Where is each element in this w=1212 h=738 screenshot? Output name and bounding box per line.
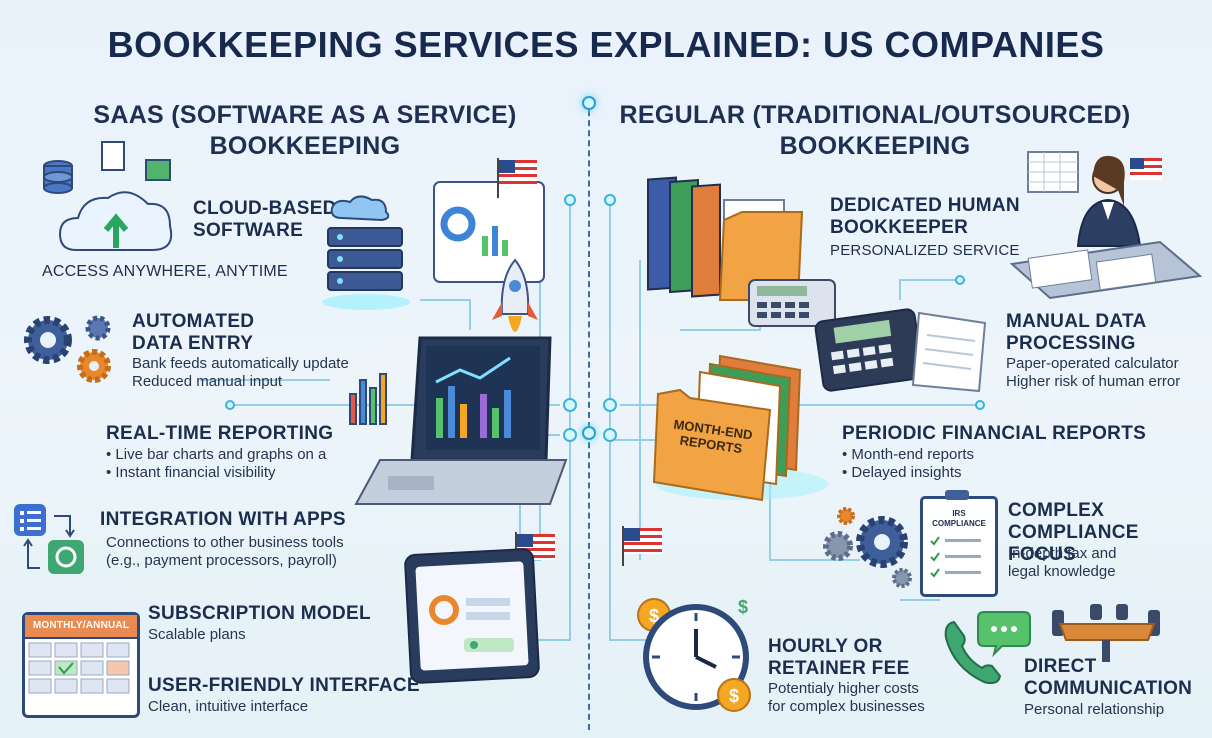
automated-title-line1: AUTOMATED xyxy=(132,311,255,332)
us-flag-icon-3 xyxy=(622,526,662,566)
laptop-icon xyxy=(349,336,568,505)
fee-title: HOURLY OR RETAINER FEE xyxy=(768,636,910,680)
fee-title-line2: RETAINER FEE xyxy=(768,658,910,679)
fee-desc-line2: for complex businesses xyxy=(768,698,925,715)
irs-clipboard-icon: IRS COMPLIANCE xyxy=(920,490,998,597)
irs-clipboard-text: IRS COMPLIANCE xyxy=(923,509,995,529)
compliance-title-line2: COMPLIANCE FOCUS xyxy=(1008,522,1139,565)
manual-desc: Paper-operated calculator Higher risk of… xyxy=(1006,355,1180,391)
cloud-title-line2: SOFTWARE xyxy=(193,220,304,241)
integration-desc-line2: (e.g., payment processors, payroll) xyxy=(106,552,337,569)
cloud-caption: ACCESS ANYWHERE, ANYTIME xyxy=(42,263,288,280)
divider-node-top xyxy=(582,96,596,110)
clipboard-line1: IRS xyxy=(952,509,966,518)
tablet-icon xyxy=(404,548,540,684)
compliance-desc-line1: In-depth tax and xyxy=(1008,545,1117,562)
calendar-label: MONTHLY/ANNUAL FEE xyxy=(25,615,137,653)
meeting-table-icon xyxy=(1052,604,1160,662)
calculator-icon-small xyxy=(748,279,836,327)
month-end-folder: MONTH-END REPORTS xyxy=(650,350,830,510)
automated-desc: Bank feeds automatically update Reduced … xyxy=(132,355,349,391)
regular-heading-line2: BOOKKEEPING xyxy=(779,132,971,160)
fee-title-line1: HOURLY OR xyxy=(768,636,883,657)
manual-title-line2: PROCESSING xyxy=(1006,333,1136,354)
periodic-title: PERIODIC FINANCIAL REPORTS xyxy=(842,423,1147,444)
automated-desc-line1: Bank feeds automatically update xyxy=(132,355,349,372)
reporting-bullet-1: • Live bar charts and graphs on a xyxy=(106,446,327,463)
saas-heading-line2: BOOKKEEPING xyxy=(209,132,401,160)
page-title: BOOKKEEPING SERVICES EXPLAINED: US COMPA… xyxy=(107,24,1105,65)
periodic-bullet-1: • Month-end reports xyxy=(842,446,974,463)
saas-heading: SAAS (SOFTWARE AS A SERVICE) BOOKKEEPING xyxy=(70,100,540,162)
manual-title: MANUAL DATA PROCESSING xyxy=(1006,311,1147,355)
calendar-icon: MONTHLY/ANNUAL FEE xyxy=(22,612,140,718)
manual-desc-line2: Higher risk of human error xyxy=(1006,373,1181,390)
communication-title-line1: DIRECT xyxy=(1024,656,1097,677)
automated-desc-line2: Reduced manual input xyxy=(132,373,283,390)
gears-icon-2 xyxy=(823,507,912,588)
reporting-title: REAL-TIME REPORTING xyxy=(106,423,334,444)
clipboard-line2: COMPLIANCE xyxy=(932,519,986,528)
integration-icon xyxy=(14,504,84,574)
saas-heading-line1: SAAS (SOFTWARE AS A SERVICE) xyxy=(93,101,517,129)
center-divider xyxy=(588,100,590,730)
communication-desc: Personal relationship xyxy=(1024,701,1165,718)
integration-desc: Connections to other business tools (e.g… xyxy=(106,534,344,570)
compliance-title-line1: COMPLEX xyxy=(1008,500,1105,521)
human-title-line1: DEDICATED HUMAN xyxy=(830,195,1020,216)
manual-desc-line1: Paper-operated calculator xyxy=(1006,355,1179,372)
automated-title: AUTOMATED DATA ENTRY xyxy=(132,311,254,355)
svg-text:$: $ xyxy=(738,597,748,617)
bookkeeper-person-icon xyxy=(1009,151,1203,300)
cloud-title: CLOUD-BASED SOFTWARE xyxy=(193,198,337,242)
svg-text:$: $ xyxy=(729,686,739,706)
us-flag-icon xyxy=(497,158,537,198)
binders-icon xyxy=(647,176,804,301)
dashboard-window-icon xyxy=(433,181,545,283)
calculator-icon xyxy=(814,308,987,393)
regular-heading-line1: REGULAR (TRADITIONAL/OUTSOURCED) xyxy=(619,101,1131,129)
communication-title: DIRECT COMMUNICATION xyxy=(1024,656,1192,700)
compliance-title: COMPLEX COMPLIANCE FOCUS xyxy=(1008,500,1212,566)
server-stack-icon xyxy=(322,195,410,310)
cloud-title-line1: CLOUD-BASED xyxy=(193,198,337,219)
manual-title-line1: MANUAL DATA xyxy=(1006,311,1147,332)
reporting-bullet-2: • Instant financial visibility xyxy=(106,464,276,481)
divider-node-mid xyxy=(582,426,596,440)
interface-desc: Clean, intuitive interface xyxy=(148,698,309,715)
fee-desc-line1: Potentialy higher costs xyxy=(768,680,919,697)
interface-title: USER-FRIENDLY INTERFACE xyxy=(148,675,420,696)
periodic-bullets: • Month-end reports • Delayed insights xyxy=(842,446,974,482)
subscription-desc: Scalable plans xyxy=(148,626,246,643)
communication-title-line2: COMMUNICATION xyxy=(1024,678,1193,699)
phone-icon xyxy=(944,611,1031,685)
human-title-line2: BOOKKEEPER xyxy=(830,217,969,238)
regular-heading: REGULAR (TRADITIONAL/OUTSOURCED) BOOKKEE… xyxy=(615,100,1135,162)
cloud-sync-icon xyxy=(43,141,173,251)
human-subtitle: PERSONALIZED SERVICE xyxy=(830,242,1020,259)
svg-text:$: $ xyxy=(649,606,659,626)
periodic-bullet-2: • Delayed insights xyxy=(842,464,962,481)
integration-title: INTEGRATION WITH APPS xyxy=(100,509,346,530)
reporting-bullets: • Live bar charts and graphs on a • Inst… xyxy=(106,446,326,482)
clock-coins-icon: $ $ $ xyxy=(637,597,751,712)
automated-title-line2: DATA ENTRY xyxy=(132,333,254,354)
fee-desc: Potentialy higher costs for complex busi… xyxy=(768,680,925,716)
human-title: DEDICATED HUMAN BOOKKEEPER xyxy=(830,195,1020,239)
compliance-desc: In-depth tax and legal knowledge xyxy=(1008,545,1116,581)
subscription-title: SUBSCRIPTION MODEL xyxy=(148,603,371,624)
rocket-icon xyxy=(492,258,538,332)
gears-icon xyxy=(24,315,111,383)
integration-desc-line1: Connections to other business tools xyxy=(106,534,344,551)
compliance-desc-line2: legal knowledge xyxy=(1008,563,1116,580)
